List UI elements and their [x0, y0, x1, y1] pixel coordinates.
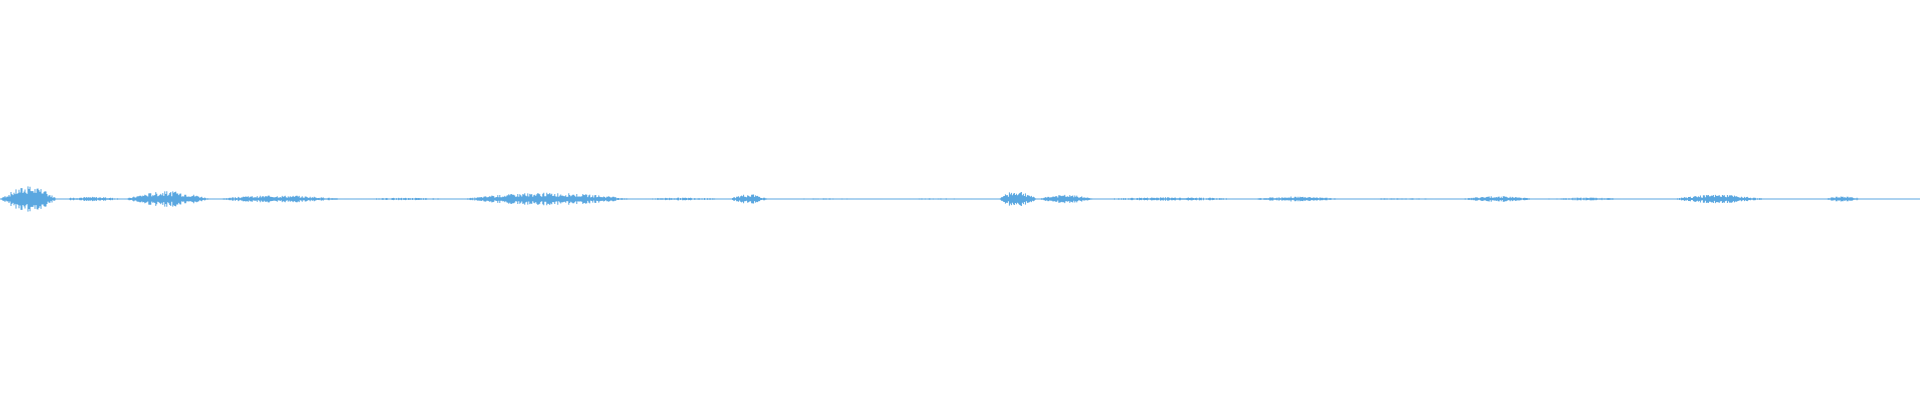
- waveform-segment: [124, 191, 212, 207]
- waveform-segment: [633, 197, 730, 201]
- waveform-segment: [57, 196, 126, 202]
- waveform-segment: [1535, 197, 1632, 201]
- waveform-segment: [210, 195, 346, 203]
- waveform-segment: [1669, 194, 1766, 204]
- waveform-segment: [1861, 198, 1920, 200]
- waveform-segment: [882, 198, 999, 200]
- waveform-segment: [460, 192, 634, 206]
- waveform-segment: [1823, 196, 1863, 202]
- waveform-segment: [0, 186, 58, 212]
- waveform-segment: [997, 192, 1037, 206]
- waveform-segment: [1765, 198, 1824, 200]
- waveform-segment: [1036, 194, 1095, 204]
- waveform-segment: [1631, 198, 1671, 200]
- waveform-segment: [767, 198, 884, 200]
- waveform-segment: [1458, 196, 1536, 202]
- waveform-segment: [1247, 196, 1344, 202]
- waveform-segment: [345, 197, 462, 201]
- waveform-segment: [1093, 197, 1248, 201]
- waveform-segment: [1343, 198, 1460, 200]
- waveform-segment: [729, 194, 769, 204]
